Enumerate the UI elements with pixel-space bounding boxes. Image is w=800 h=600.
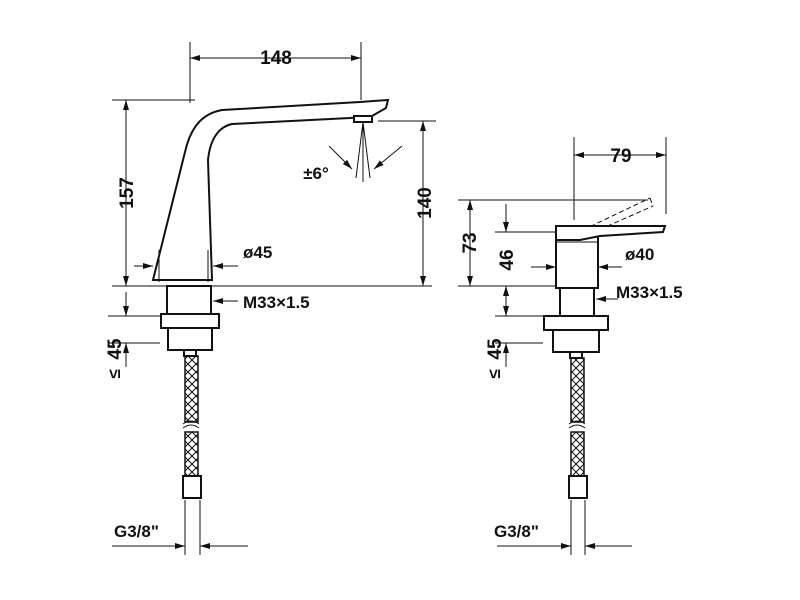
faucet-hose-lower [184,431,199,477]
faucet-thread-label: M33×1.5 [243,293,310,312]
lever-deck-le: ≤ [485,369,504,378]
faucet-angle-arrow-right [373,145,403,170]
faucet-nut [160,313,220,329]
lever-hose-upper [570,357,585,423]
faucet-deck-le: ≤ [105,369,124,378]
lever-nut [543,315,609,331]
faucet-hose-fitting [183,349,197,357]
lever-deck-label: 45 [485,338,506,360]
lever-hose-label: G3/8" [494,522,539,541]
lever-thread-label: M33×1.5 [616,283,683,302]
lever-hose-lower [570,431,585,477]
faucet-hose-upper [184,355,199,423]
faucet-height-label: 157 [117,177,138,209]
lever-view: 79 73 46 ø40 M33×1.5 4 [458,137,683,555]
faucet-hose-break-bottom [182,424,200,429]
faucet-hose-break-top [182,420,200,425]
lever-width-label: 79 [610,146,631,167]
lever-open-tip [649,197,654,207]
lever-nut-lower [552,329,600,353]
faucet-deck-label: 45 [105,338,126,360]
faucet-nut-lower [167,327,213,351]
faucet-spout-height-label: 140 [415,187,436,219]
faucet-angle-ray-right [362,121,371,179]
lever-hose-break-bottom [568,424,586,429]
faucet-base [166,285,212,315]
lever-hose-end-nut [568,475,588,499]
lever-open-upper [582,197,651,231]
faucet-angle-label: ±6° [303,164,329,183]
lever-body-height-label: 46 [497,249,518,270]
lever-base [559,287,595,317]
faucet-hose-label: G3/8" [114,522,159,541]
faucet-width-label: 148 [260,48,292,69]
lever-hose-break-top [568,420,586,425]
faucet-angle-ray-left [355,121,364,179]
lever-height-label: 73 [460,232,481,253]
faucet-diameter-label: ø45 [243,243,272,262]
lever-handle [555,225,667,241]
faucet-angle-arrow-left [328,145,353,170]
lever-diameter-label: ø40 [625,245,654,264]
faucet-spout-body [151,98,390,281]
faucet-aerator [353,115,373,123]
lever-body [555,231,599,289]
faucet-hose-end-nut [182,475,202,499]
lever-hose-fitting [569,351,583,359]
faucet-view: 148 157 ±6° 140 ø45 M33×1.5 [105,42,436,555]
